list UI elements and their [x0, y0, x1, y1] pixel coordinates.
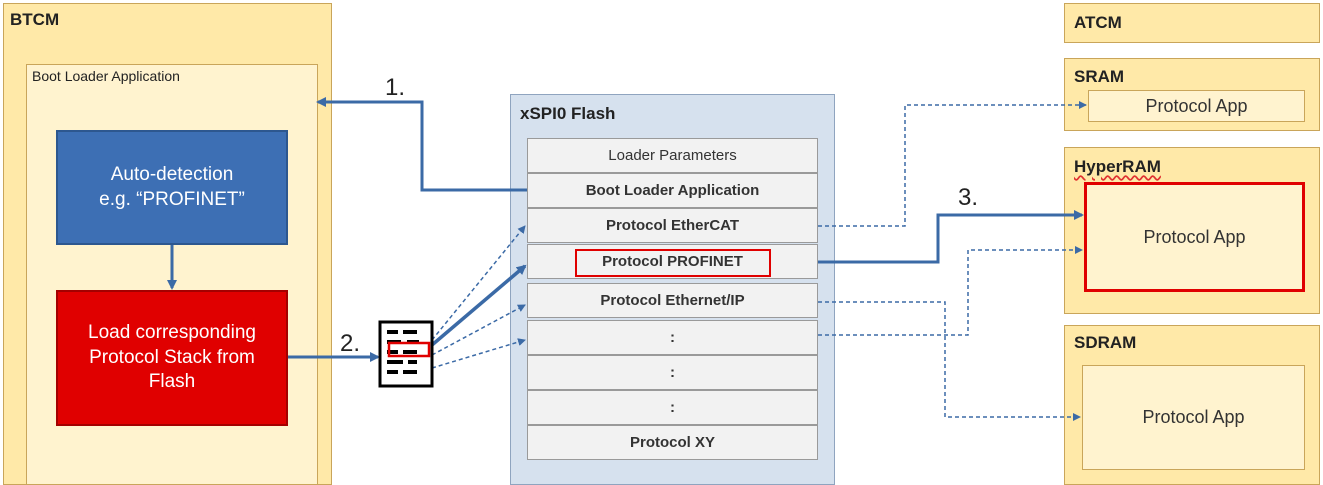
arrow-step-3: [818, 210, 1084, 264]
flash-row-boot-loader: Boot Loader Application: [527, 173, 818, 208]
hyperram-protocol-app: Protocol App: [1084, 182, 1305, 292]
flash-row-ethernet-ip: Protocol Ethernet/IP: [527, 283, 818, 318]
flash-row-ethercat: Protocol EtherCAT: [527, 208, 818, 243]
arrow-step-1: [316, 97, 527, 192]
step-2-label: 2.: [340, 330, 361, 357]
dashed-ellipsis-to-hyperram: [818, 246, 1083, 336]
autodetection-box: Auto-detection e.g. “PROFINET”: [56, 130, 288, 245]
dashed-ethernetip-to-sdram: [818, 301, 1081, 421]
hyperram-title: HyperRAM: [1074, 157, 1161, 176]
load-protocol-box: Load corresponding Protocol Stack from F…: [56, 290, 288, 426]
sram-protocol-app: Protocol App: [1088, 90, 1305, 122]
flash-row-ellipsis-3: :: [527, 390, 818, 425]
sdram-protocol-app: Protocol App: [1082, 365, 1305, 470]
step-3-label: 3.: [958, 184, 979, 211]
dashed-to-ethernetip-row: [431, 304, 526, 356]
dashed-to-ethercat-row: [431, 225, 526, 341]
sram-title: SRAM: [1074, 67, 1125, 86]
atcm-title: ATCM: [1074, 13, 1122, 32]
flash-row-ellipsis-1: :: [527, 320, 818, 355]
xspi0-flash-title: xSPI0 Flash: [520, 104, 616, 123]
arrow-to-profinet-row: [430, 264, 527, 347]
profinet-highlight: [575, 249, 771, 277]
flash-row-protocol-xy: Protocol XY: [527, 425, 818, 460]
boot-loader-app-title: Boot Loader Application: [32, 68, 180, 84]
step-1-label: 1.: [385, 74, 406, 101]
flash-row-loader-parameters: Loader Parameters: [527, 138, 818, 173]
dashed-to-ellipsis-row: [431, 338, 526, 369]
file-list-icon: [378, 320, 434, 388]
sdram-title: SDRAM: [1074, 333, 1137, 352]
atcm-region: [1064, 3, 1320, 43]
dashed-ethercat-to-sram: [818, 101, 1087, 227]
btcm-title: BTCM: [10, 10, 60, 29]
flash-row-ellipsis-2: :: [527, 355, 818, 390]
